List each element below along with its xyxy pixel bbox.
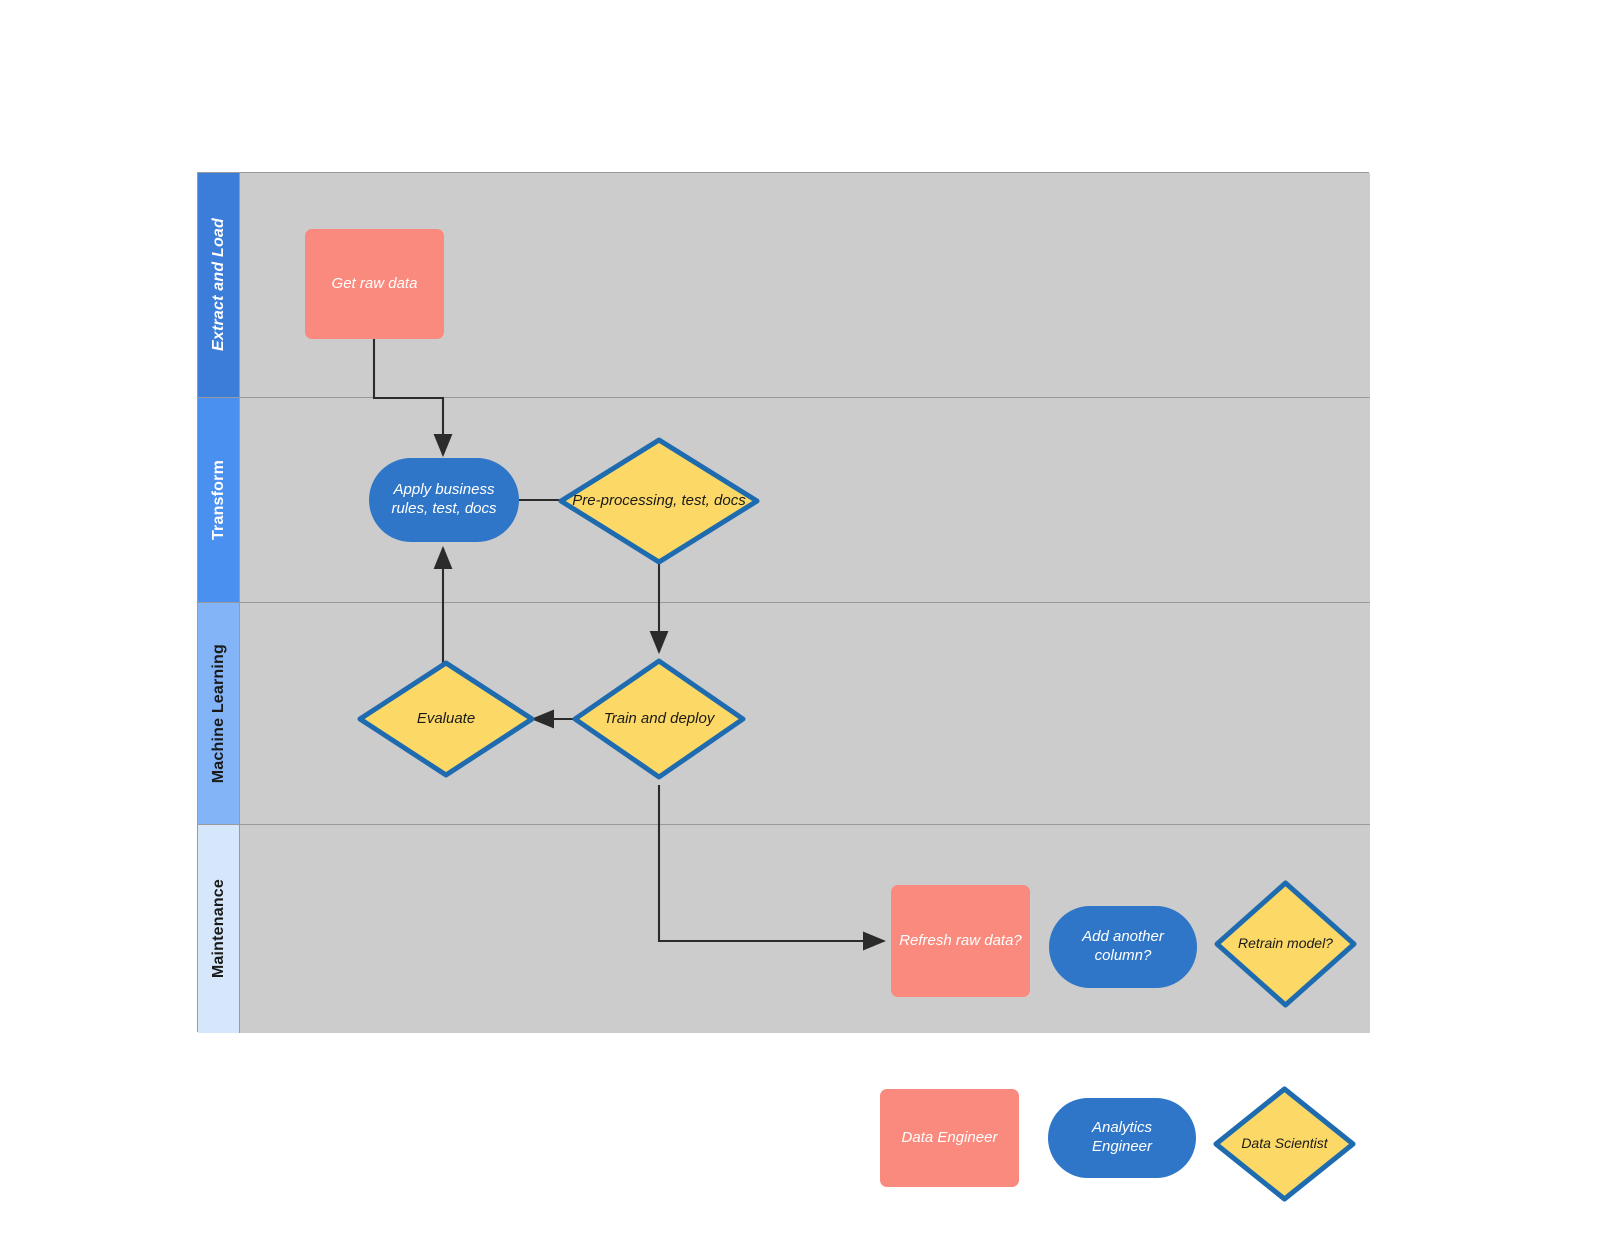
legend-item-data-scientist: Data Scientist — [1213, 1086, 1356, 1202]
lane-maintenance: Maintenance — [198, 825, 1370, 1033]
lane-label-extract-and-load: Extract and Load — [209, 218, 227, 352]
node-pre-processing[interactable]: Pre-processing, test, docs — [558, 437, 760, 565]
train-and-deploy-diamond-icon — [572, 658, 746, 780]
node-label-get-raw-data: Get raw data — [331, 274, 418, 292]
pre-processing-diamond-icon — [558, 437, 760, 565]
lane-label-transform: Transform — [209, 459, 227, 541]
node-refresh-raw-data[interactable]: Refresh raw data? — [891, 885, 1030, 997]
node-train-and-deploy[interactable]: Train and deploy — [572, 658, 746, 780]
node-add-another-column[interactable]: Add another column? — [1049, 906, 1197, 988]
retrain-model-diamond-icon — [1214, 880, 1357, 1008]
node-label-refresh-raw-data: Refresh raw data? — [899, 931, 1022, 949]
lane-header-maintenance: Maintenance — [198, 825, 240, 1033]
lane-header-machine-learning: Machine Learning — [198, 603, 240, 824]
node-get-raw-data[interactable]: Get raw data — [305, 229, 444, 339]
lane-header-extract-and-load: Extract and Load — [198, 173, 240, 397]
legend-label-analytics-engineer: Analytics Engineer — [1091, 1119, 1153, 1155]
lane-label-machine-learning: Machine Learning — [209, 643, 227, 784]
legend-label-data-engineer: Data Engineer — [901, 1128, 998, 1146]
node-evaluate[interactable]: Evaluate — [357, 660, 535, 778]
legend-item-analytics-engineer: Analytics Engineer — [1048, 1098, 1196, 1178]
node-label-apply-business-rules: Apply business rules, test, docs — [391, 481, 497, 517]
node-apply-business-rules[interactable]: Apply business rules, test, docs — [369, 458, 519, 542]
node-label-add-another-column: Add another column? — [1082, 928, 1164, 964]
lane-header-transform: Transform — [198, 398, 240, 602]
lane-label-maintenance: Maintenance — [209, 879, 227, 979]
node-retrain-model[interactable]: Retrain model? — [1214, 880, 1357, 1008]
data-scientist-diamond-icon — [1213, 1086, 1356, 1202]
legend: Data Engineer Analytics Engineer Data Sc… — [880, 1086, 1380, 1202]
lane-body-maintenance — [240, 825, 1370, 1033]
evaluate-diamond-icon — [357, 660, 535, 778]
legend-item-data-engineer: Data Engineer — [880, 1089, 1019, 1187]
